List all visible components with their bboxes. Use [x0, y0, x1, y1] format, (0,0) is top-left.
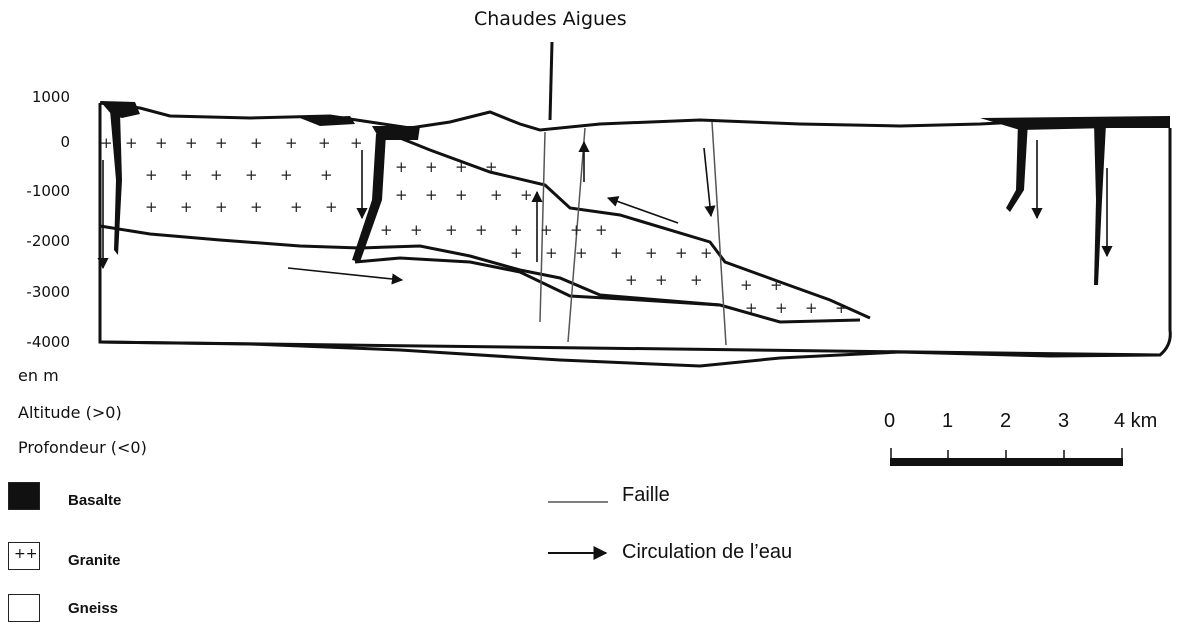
location-label: Chaudes Aigues: [474, 8, 627, 30]
y-tick-minus-2000: -2000: [10, 232, 70, 250]
granite-plus-mark: +: [215, 134, 228, 152]
granite-plus-mark: +: [540, 221, 553, 239]
granite-pattern: ++++++++++++++++++++++++++++++++++++++++…: [100, 134, 848, 317]
granite-plus-mark: +: [280, 166, 293, 184]
granite-plus-mark: +: [145, 198, 158, 216]
granite-plus-mark: +: [285, 134, 298, 152]
granite-plus-mark: +: [455, 186, 468, 204]
granite-plus-mark: +: [250, 198, 263, 216]
granite-plus-mark: +: [318, 134, 331, 152]
scale-label-2: 2: [1000, 410, 1011, 433]
granite-plus-mark: +: [595, 221, 608, 239]
granite-plus-mark: +: [455, 158, 468, 176]
legend-gneiss: Gneiss: [68, 600, 118, 617]
granite-plus-mark: +: [210, 166, 223, 184]
granite-plus-mark: +: [610, 244, 623, 262]
granite-swatch: ++: [8, 542, 40, 570]
granite-plus-mark: +: [700, 244, 713, 262]
granite-plus-mark: +: [770, 276, 783, 294]
granite-plus-mark: +: [645, 244, 658, 262]
scale-bar: [890, 448, 1123, 466]
basalt-dyke-right-1: [1006, 122, 1028, 212]
fault-3: [712, 122, 726, 345]
granite-swatch-symbol: ++: [14, 546, 37, 562]
y-tick-minus-3000: -3000: [10, 283, 70, 301]
legend-granite: Granite: [68, 552, 121, 569]
granite-plus-mark: +: [325, 198, 338, 216]
chaudes-aigues-marker: [550, 42, 552, 120]
granite-plus-mark: +: [745, 299, 758, 317]
depth-note: Profondeur (<0): [18, 438, 147, 457]
granite-plus-mark: +: [410, 221, 423, 239]
basalt-dyke-right-2: [1094, 124, 1106, 285]
gneiss-swatch: [8, 594, 40, 622]
granite-plus-mark: +: [180, 166, 193, 184]
granite-plus-mark: +: [625, 271, 638, 289]
granite-plus-mark: +: [215, 198, 228, 216]
y-tick-0: 0: [10, 133, 70, 151]
scale-label-1: 1: [942, 410, 953, 433]
granite-plus-mark: +: [510, 244, 523, 262]
granite-plus-mark: +: [100, 134, 113, 152]
granite-plus-mark: +: [350, 134, 363, 152]
granite-plus-mark: +: [570, 221, 583, 239]
granite-plus-mark: +: [380, 221, 393, 239]
granite-plus-mark: +: [690, 271, 703, 289]
altitude-note: Altitude (>0): [18, 403, 122, 422]
granite-plus-mark: +: [445, 221, 458, 239]
granite-plus-mark: +: [475, 221, 488, 239]
y-tick-minus-1000: -1000: [10, 182, 70, 200]
legend-faille: Faille: [622, 484, 670, 507]
basalt-swatch: [8, 482, 40, 510]
granite-plus-mark: +: [395, 158, 408, 176]
granite-plus-mark: +: [320, 166, 333, 184]
granite-plus-mark: +: [290, 198, 303, 216]
arrow-flow-bottom: [288, 268, 402, 280]
y-tick-minus-4000: -4000: [10, 333, 70, 351]
basalt-dyke-mid: [352, 134, 386, 262]
granite-plus-mark: +: [510, 221, 523, 239]
scale-label-0: 0: [884, 410, 895, 433]
basalt-cap-right: [980, 116, 1170, 130]
legend-basalt: Basalte: [68, 492, 121, 509]
y-tick-1000: 1000: [10, 88, 70, 106]
bottom-boundary: [100, 342, 1160, 366]
legend-circulation: Circulation de l’eau: [622, 541, 792, 564]
granite-plus-mark: +: [180, 198, 193, 216]
granite-plus-mark: +: [245, 166, 258, 184]
arrow-down-fault: [704, 148, 711, 216]
unit-label: en m: [18, 366, 59, 385]
granite-plus-mark: +: [520, 186, 533, 204]
granite-plus-mark: +: [425, 158, 438, 176]
scale-label-3: 3: [1058, 410, 1069, 433]
granite-plus-mark: +: [490, 186, 503, 204]
scale-label-4km: 4 km: [1114, 410, 1157, 433]
granite-plus-mark: +: [425, 186, 438, 204]
granite-plus-mark: +: [575, 244, 588, 262]
basalt-dyke-left: [110, 110, 122, 255]
granite-plus-mark: +: [835, 299, 848, 317]
granite-plus-mark: +: [545, 244, 558, 262]
granite-plus-mark: +: [740, 276, 753, 294]
granite-plus-mark: +: [675, 244, 688, 262]
arrow-flow-left: [608, 198, 678, 223]
granite-plus-mark: +: [125, 134, 138, 152]
granite-plus-mark: +: [395, 186, 408, 204]
granite-plus-mark: +: [485, 158, 498, 176]
granite-plus-mark: +: [655, 271, 668, 289]
granite-plus-mark: +: [145, 166, 158, 184]
granite-plus-mark: +: [775, 299, 788, 317]
granite-plus-mark: +: [155, 134, 168, 152]
granite-plus-mark: +: [805, 299, 818, 317]
granite-plus-mark: +: [250, 134, 263, 152]
granite-plus-mark: +: [185, 134, 198, 152]
